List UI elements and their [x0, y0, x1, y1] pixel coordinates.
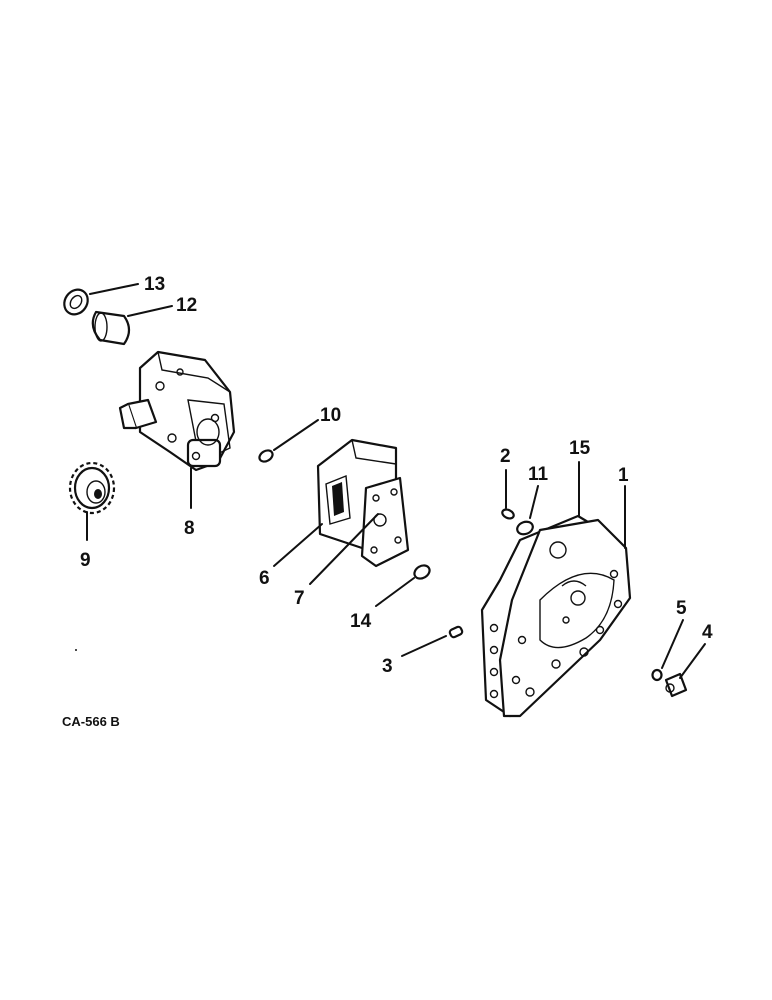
speck	[75, 649, 77, 651]
leader-12	[127, 305, 173, 317]
part-3-dowel	[448, 625, 464, 639]
callout-1: 1	[618, 465, 629, 486]
part-4-plug	[664, 672, 688, 698]
callout-15: 15	[569, 438, 591, 459]
callout-7: 7	[294, 588, 305, 609]
part-12-sleeve	[91, 310, 131, 346]
callout-8: 8	[184, 518, 195, 539]
leader-7	[309, 513, 379, 585]
callout-12: 12	[176, 295, 197, 316]
part-7-plate	[360, 476, 410, 568]
part-10-o-ring	[258, 449, 274, 463]
part-14-o-ring	[413, 564, 431, 580]
callout-9: 9	[80, 550, 91, 571]
callout-11: 11	[528, 464, 549, 485]
callout-10: 10	[320, 405, 341, 426]
figure-code-label: CA-566 B	[62, 714, 120, 729]
leader-14	[375, 577, 415, 607]
part-11-o-ring	[516, 520, 534, 536]
part-9-gear	[68, 461, 116, 515]
leader-4	[679, 643, 706, 679]
part-2-pin	[501, 508, 515, 520]
callout-5: 5	[676, 598, 687, 619]
part-8-pump	[118, 350, 236, 472]
part-5-washer	[651, 668, 663, 682]
leader-13	[89, 283, 139, 295]
part-1-cover-plate	[498, 518, 632, 718]
leader-6	[273, 523, 323, 567]
callout-2: 2	[500, 446, 511, 467]
leader-10	[273, 419, 319, 451]
callout-13: 13	[144, 274, 165, 295]
leader-5	[661, 619, 684, 669]
callout-4: 4	[702, 622, 713, 643]
leader-11	[529, 485, 539, 519]
part-13-seal-ring	[63, 288, 89, 316]
callout-3: 3	[382, 656, 393, 677]
leader-3	[401, 635, 447, 657]
callout-14: 14	[350, 611, 372, 632]
callout-6: 6	[259, 568, 270, 589]
